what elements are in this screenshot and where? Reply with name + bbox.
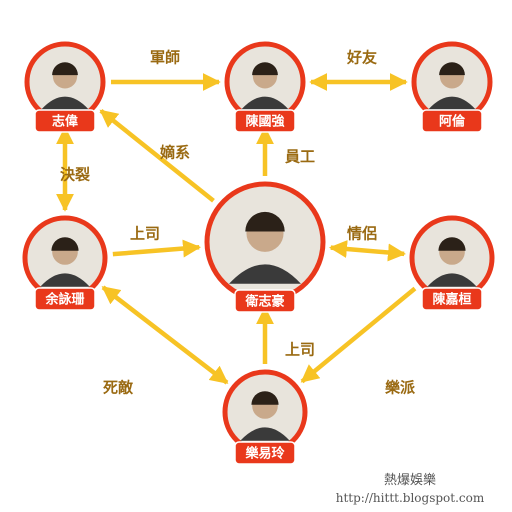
node-leyiling: 樂易玲 xyxy=(222,369,308,465)
edge-labels-layer: 軍師好友決裂嫡系員工上司情侶上司死敵樂派 xyxy=(60,49,416,397)
edge-label-yuyongshan-weizhihao: 上司 xyxy=(130,225,160,243)
watermark: 熱爆娛樂 http://hittt.blogspot.com xyxy=(336,472,485,505)
edge-arrow-weizhihao-zhiwei xyxy=(99,108,215,203)
node-yuyongshan: 余詠珊 xyxy=(22,215,108,311)
edge-arrow-chenjiahuan-leyiling xyxy=(300,286,417,384)
portrait-hair-zhiwei xyxy=(52,62,78,76)
node-label-weizhihao: 衛志豪 xyxy=(244,294,284,310)
node-label-box-alun xyxy=(421,109,483,133)
edge-label-zhiwei-chenguoqiang: 軍師 xyxy=(150,49,180,67)
edge-label-chenguoqiang-alun: 好友 xyxy=(346,49,377,67)
edge-label-leyiling-weizhihao: 上司 xyxy=(285,341,315,359)
node-label-box-chenjiahuan xyxy=(421,287,483,311)
edge-arrow-weizhihao-chenjiahuan xyxy=(328,240,406,262)
edge-arrow-yuyongshan-weizhihao xyxy=(112,239,202,258)
node-weizhihao: 衛志豪 xyxy=(204,181,326,313)
node-chenguoqiang: 陳國強 xyxy=(224,41,306,133)
node-label-alun: 阿倫 xyxy=(439,114,466,130)
node-zhiwei: 志偉 xyxy=(24,41,106,133)
node-label-box-weizhihao xyxy=(234,289,296,313)
portrait-body-leyiling xyxy=(240,427,290,441)
portrait-body-alun xyxy=(428,96,476,110)
node-label-box-zhiwei xyxy=(34,109,96,133)
portrait-body-chenguoqiang xyxy=(241,96,289,110)
edges-layer xyxy=(56,73,417,385)
node-label-leyiling: 樂易玲 xyxy=(245,446,285,462)
portrait-body-weizhihao xyxy=(229,264,301,284)
node-chenjiahuan: 陳嘉桓 xyxy=(409,215,495,311)
portrait-hair-chenjiahuan xyxy=(438,237,466,251)
node-label-zhiwei: 志偉 xyxy=(52,114,78,130)
portrait-hair-leyiling xyxy=(251,391,279,405)
node-label-box-yuyongshan xyxy=(34,287,96,311)
portrait-hair-yuyongshan xyxy=(51,237,79,251)
watermark-title: 熱爆娛樂 xyxy=(384,472,436,488)
portrait-body-yuyongshan xyxy=(40,273,90,287)
edge-label-weizhihao-chenjiahuan: 情侶 xyxy=(347,225,377,243)
watermark-url: http://hittt.blogspot.com xyxy=(336,491,485,505)
edge-label-weizhihao-chenguoqiang: 員工 xyxy=(284,148,315,166)
portrait-body-chenjiahuan xyxy=(427,273,477,287)
edge-label-weizhihao-zhiwei: 嫡系 xyxy=(160,144,190,162)
portrait-body-zhiwei xyxy=(41,96,89,110)
node-label-chenguoqiang: 陳國強 xyxy=(245,114,284,130)
node-label-yuyongshan: 余詠珊 xyxy=(44,292,84,308)
edge-label-zhiwei-yuyongshan: 決裂 xyxy=(60,166,90,184)
node-label-box-chenguoqiang xyxy=(234,109,296,133)
edge-label-yuyongshan-leyiling: 死敵 xyxy=(103,379,134,397)
portrait-hair-weizhihao xyxy=(245,211,285,232)
portrait-hair-alun xyxy=(439,62,465,76)
node-label-box-leyiling xyxy=(234,441,296,465)
edge-label-chenjiahuan-leyiling: 樂派 xyxy=(385,379,416,397)
portrait-hair-chenguoqiang xyxy=(252,62,278,76)
node-label-chenjiahuan: 陳嘉桓 xyxy=(432,292,471,308)
edge-arrow-yuyongshan-leyiling xyxy=(101,285,229,385)
node-alun: 阿倫 xyxy=(411,41,493,133)
